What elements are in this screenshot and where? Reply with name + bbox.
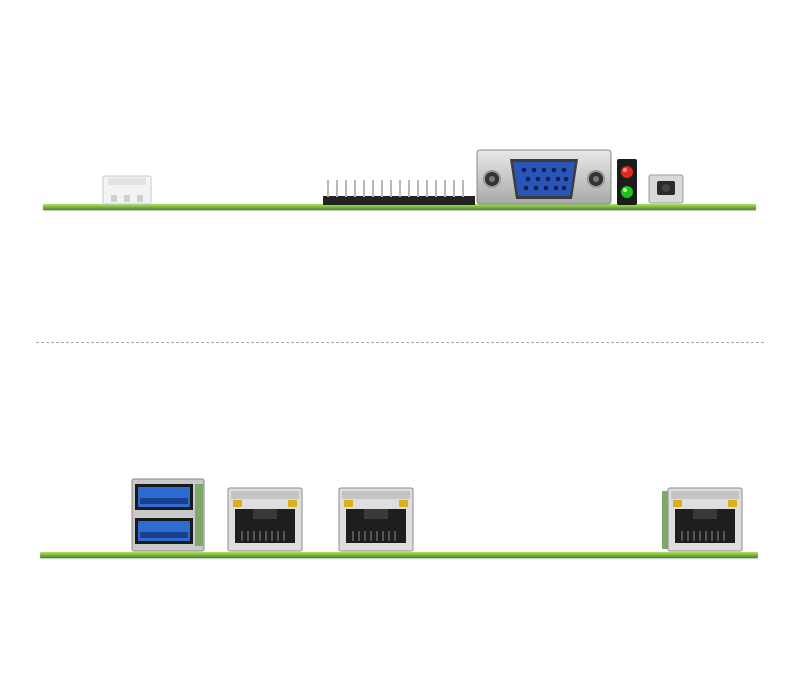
bottom-pcb-edge [40,552,758,558]
vga-port-icon [476,149,612,205]
led-holder [616,159,638,205]
red-led-icon [621,166,633,178]
dual-usb3-port-icon [131,478,207,552]
rj45-port-icon [661,487,743,552]
top-pcb-edge [43,204,756,210]
pin-header-icon [323,180,475,206]
tactile-switch-icon [648,172,684,205]
white-jst-connector-icon [102,174,152,205]
rj45-port-icon [338,487,414,552]
rj45-port-icon [227,487,303,552]
green-led-icon [621,186,633,198]
dashed-divider [36,342,764,343]
